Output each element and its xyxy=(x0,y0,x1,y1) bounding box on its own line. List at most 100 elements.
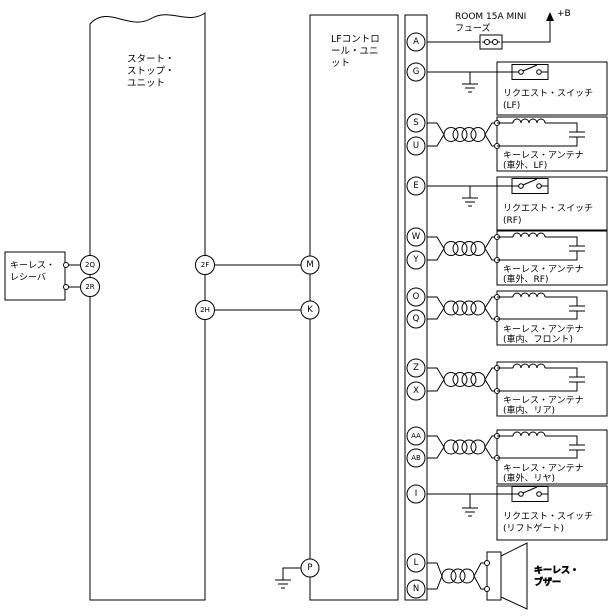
terminal-circle xyxy=(80,255,100,275)
component-outline xyxy=(496,230,608,286)
wire xyxy=(545,236,578,246)
terminal-label: K xyxy=(307,305,313,315)
request-switch-lf-box: リクエスト・スイッチ (LF) xyxy=(496,61,608,116)
terminal-label: 2F xyxy=(201,261,209,269)
keyless-receiver-label: キーレス・ xyxy=(10,261,55,271)
component-label: (車内、リア) xyxy=(503,404,555,416)
terminal-X: X xyxy=(406,381,426,401)
circuit-request-switch-rf xyxy=(427,178,548,207)
connector-pin xyxy=(484,586,490,592)
wire xyxy=(427,435,497,459)
terminal-L: L xyxy=(406,553,426,573)
circuit-request-switch-lf xyxy=(427,64,548,93)
battery-label: +B xyxy=(557,9,571,19)
lf-control-unit-label: LFコントロ xyxy=(331,34,380,45)
terminal-circle xyxy=(406,113,426,133)
wire xyxy=(427,562,487,590)
inductor-icon xyxy=(512,232,546,238)
twist-loop xyxy=(461,300,477,316)
terminal-Z: Z xyxy=(406,358,426,378)
twist-loop xyxy=(452,439,468,455)
terminal-circle xyxy=(406,62,426,82)
antenna-circuit-icon xyxy=(497,292,585,320)
terminal-2Q: 2Q xyxy=(80,255,100,275)
component-label: リクエスト・スイッチ xyxy=(503,88,593,99)
twist-loop xyxy=(443,372,459,387)
ground-icon xyxy=(462,186,478,207)
terminal-circle xyxy=(406,358,426,378)
terminal-label: E xyxy=(413,181,418,191)
terminal-label: G xyxy=(413,67,420,77)
switch-icon xyxy=(512,486,548,497)
terminal-W: W xyxy=(406,227,426,247)
component-label: (LF) xyxy=(503,101,520,111)
twist-loop xyxy=(461,372,477,387)
circuit-antenna-exterior-rf xyxy=(427,232,585,263)
twist-loop xyxy=(443,439,459,455)
terminal-2R: 2R xyxy=(80,277,100,297)
terminal-circle xyxy=(406,227,426,247)
twisted-pair-icon xyxy=(427,122,497,147)
antenna-circuit-icon xyxy=(497,431,585,459)
twist-loop xyxy=(441,568,457,584)
component-label: キーレス・アンテナ xyxy=(503,150,584,161)
terminal-S: S xyxy=(406,113,426,133)
twist-loop xyxy=(470,300,486,316)
component-label: キーレス・アンテナ xyxy=(503,395,584,406)
terminal-label: AB xyxy=(411,454,421,462)
switch-blade xyxy=(512,64,548,73)
component-outline xyxy=(496,290,608,346)
terminal-M: M xyxy=(300,255,320,275)
twisted-pair-icon xyxy=(427,296,497,320)
start-stop-unit-label: ユニット xyxy=(127,78,165,89)
fuse-terminal xyxy=(492,39,498,45)
circuit-antenna-exterior-lf xyxy=(427,118,585,149)
terminal-circle xyxy=(406,426,426,446)
twist-loop xyxy=(452,372,468,387)
terminal-circle xyxy=(406,381,426,401)
request-switch-liftgate-box: リクエスト・スイッチ (リフトゲート) xyxy=(496,485,608,541)
lf-control-unit-label: ット xyxy=(331,58,350,69)
terminal-circle xyxy=(406,448,426,468)
terminal-I: I xyxy=(406,484,426,504)
twist-loop xyxy=(470,241,486,256)
terminal-label: N xyxy=(413,584,419,594)
switch-blade xyxy=(512,178,548,187)
terminal-label: AA xyxy=(411,432,421,440)
wire xyxy=(427,367,497,392)
terminal-label: S xyxy=(413,118,418,128)
terminal-circle xyxy=(195,255,215,275)
speaker-horn xyxy=(500,542,528,610)
twist-loop xyxy=(450,568,466,584)
terminal-label: M xyxy=(306,260,313,270)
wire xyxy=(497,311,578,320)
terminal-circle xyxy=(406,250,426,270)
keyless-receiver-unit: キーレス・ レシーバ xyxy=(4,251,66,301)
twisted-pair-icon xyxy=(427,435,497,459)
terminal-label: 2H xyxy=(200,306,210,314)
terminal-label: 2R xyxy=(85,283,94,291)
speaker-body xyxy=(486,551,502,601)
inductor-icon xyxy=(512,292,546,298)
fuse-label: ROOM 15A MINI xyxy=(455,12,526,22)
component-label: リクエスト・スイッチ xyxy=(503,511,593,522)
terminal-label: Y xyxy=(412,255,419,265)
twist-loop xyxy=(470,127,486,142)
twist-loop xyxy=(461,439,477,455)
keyless-receiver-label: レシーバ xyxy=(10,272,46,283)
switch-terminal xyxy=(518,491,524,497)
component-outline xyxy=(496,361,608,417)
switch-icon xyxy=(512,178,548,189)
component-label: (車外、LF) xyxy=(503,159,547,171)
terminal-label: Q xyxy=(413,314,420,324)
switch-terminal xyxy=(536,183,542,189)
wire xyxy=(427,236,497,261)
fuse-icon xyxy=(479,34,503,50)
keyless-antenna-exterior-rf-box: キーレス・アンテナ (車外、RF) xyxy=(496,230,608,286)
terminal-label: L xyxy=(414,558,419,568)
wire xyxy=(427,122,497,147)
lf-control-unit-label: ール・ユニ xyxy=(331,46,379,57)
component-outline xyxy=(496,429,608,485)
terminal-label: U xyxy=(413,141,419,151)
